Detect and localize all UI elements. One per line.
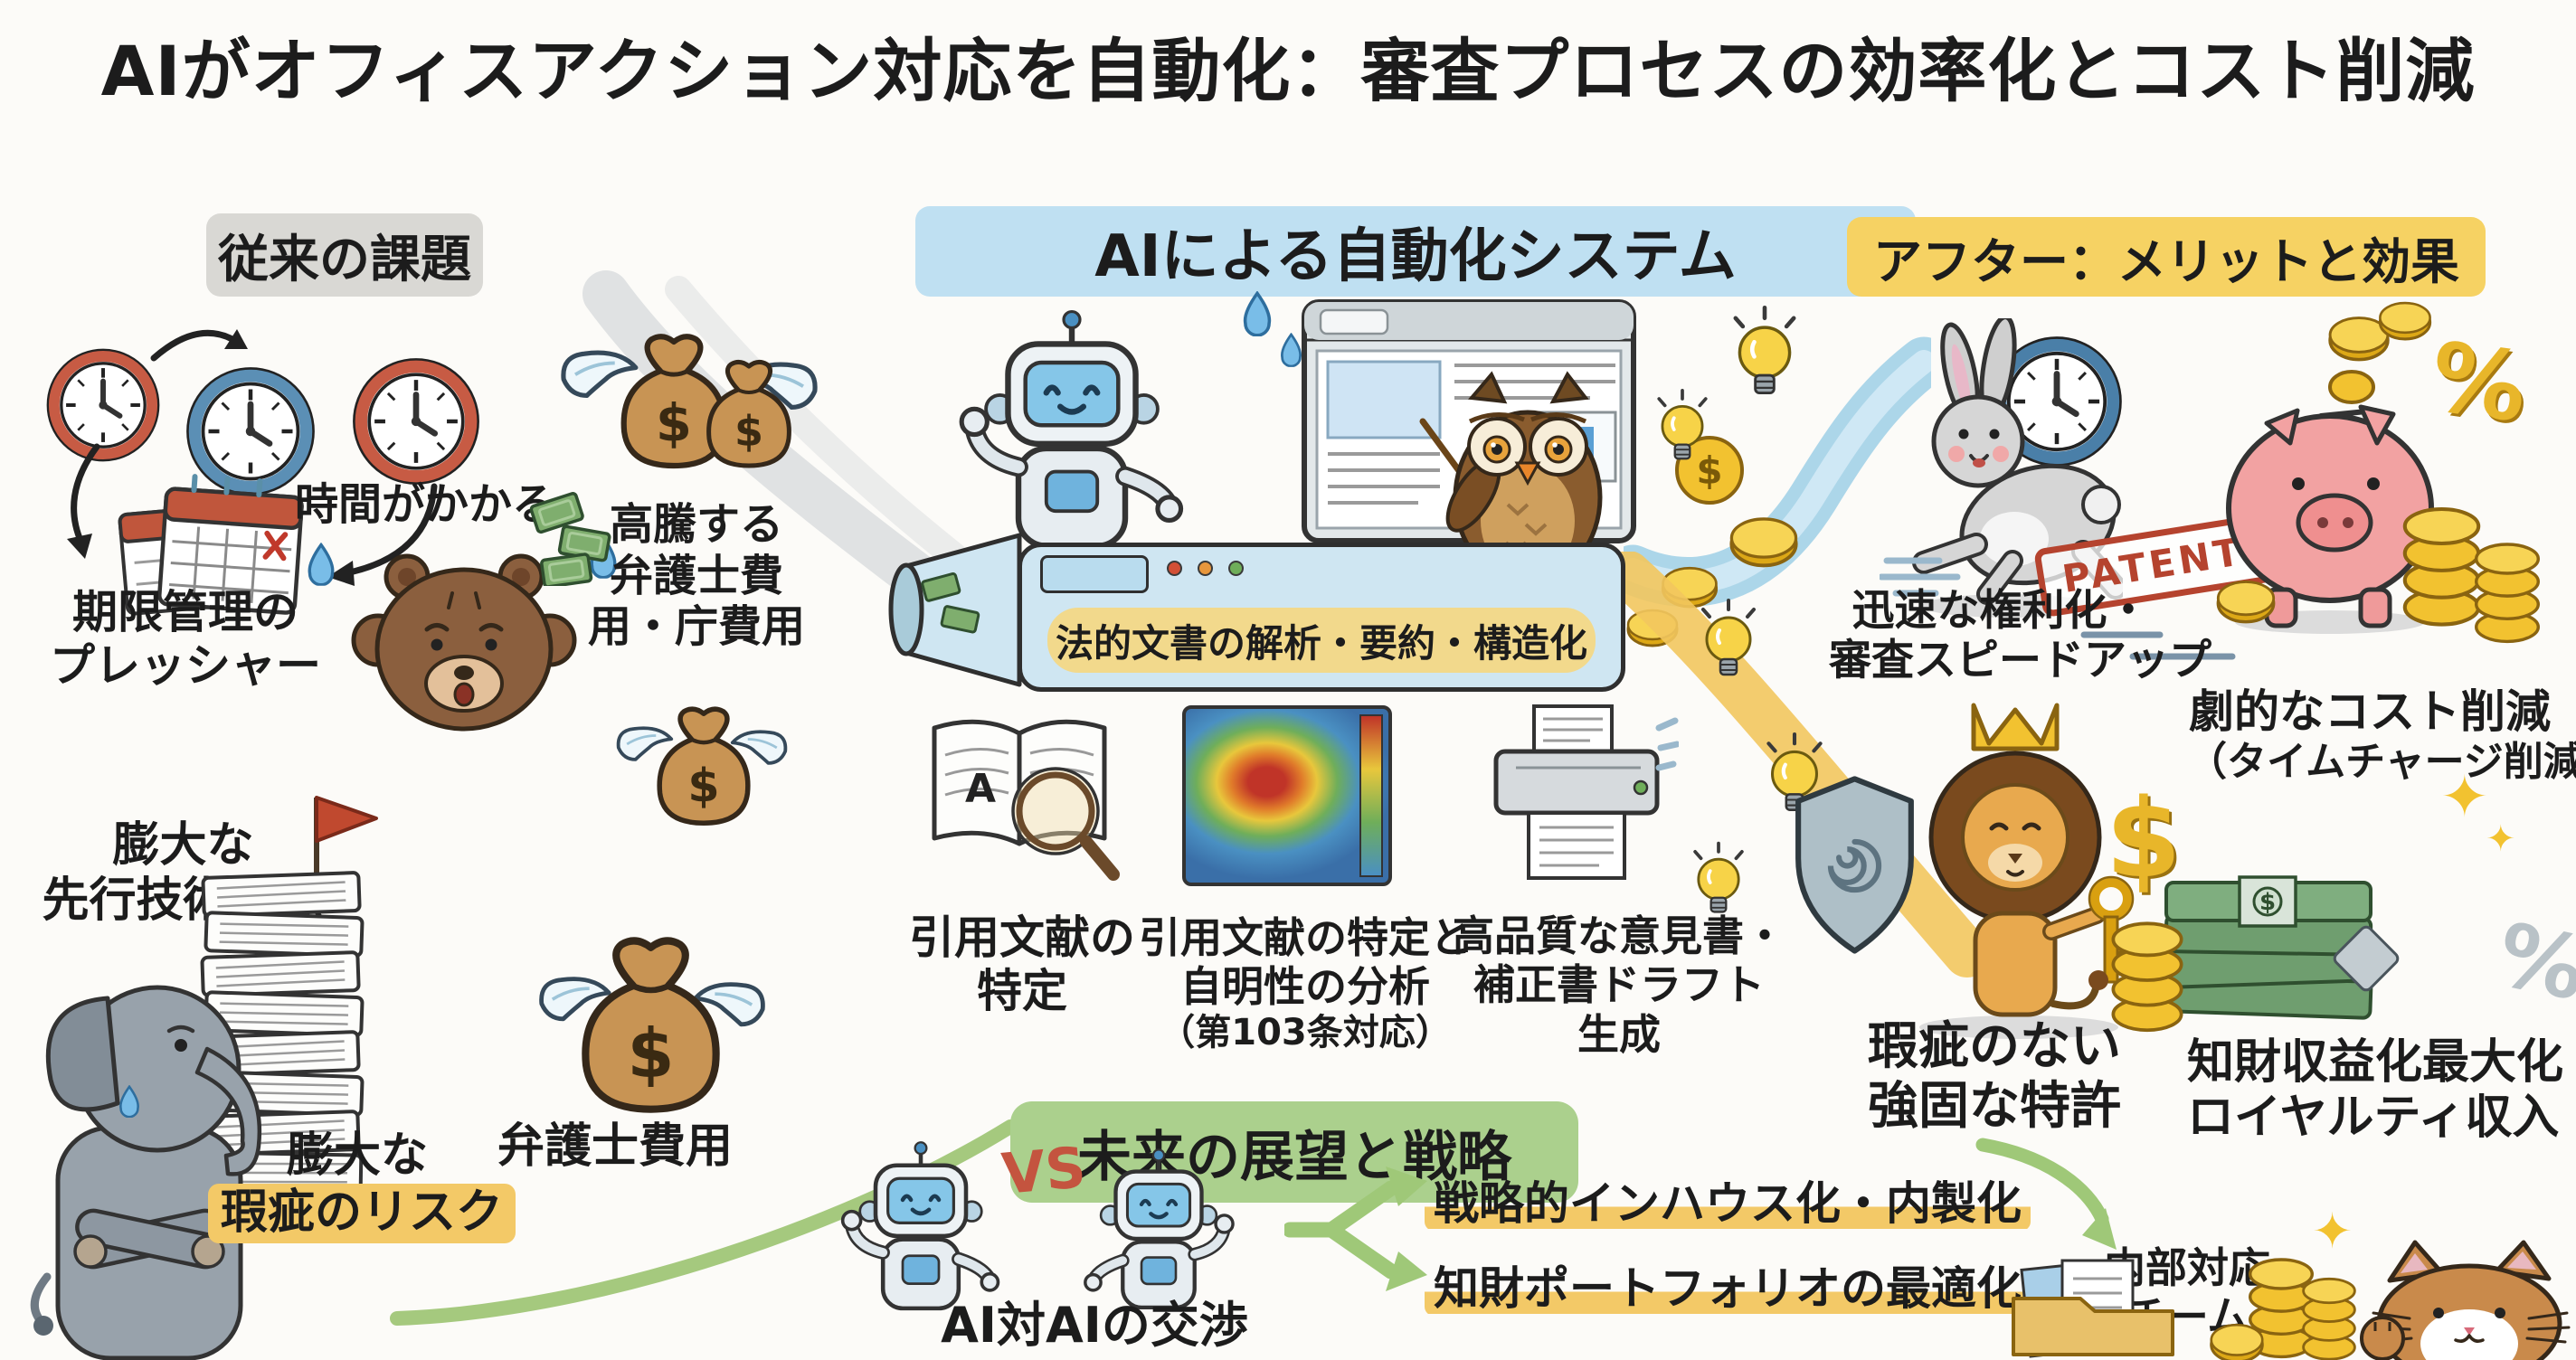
- machine-label-pill: 法的文書の解析・要約・構造化: [1047, 608, 1596, 673]
- cat-icon: [2370, 1240, 2571, 1360]
- section-header-system: AIによる自動化システム: [915, 206, 1916, 297]
- monetize-label: 知財収益化最大化 ロイヤルティ収入: [2187, 1035, 2564, 1146]
- money-stack-icon: $: [2164, 875, 2373, 1020]
- strategy-portfolio-label: 知財ポートフォリオの最適化: [1425, 1262, 2031, 1316]
- svg-text:A: A: [965, 766, 996, 812]
- draft-label: 高品質な意見書・ 補正書ドラフト 生成: [1453, 911, 1785, 1059]
- svg-text:$: $: [2259, 889, 2276, 916]
- rising-fees-label: 高騰する 弁護士費 用・庁費用: [588, 499, 806, 653]
- blue-wave: $: [1624, 298, 1931, 647]
- coin-icon: [2214, 579, 2278, 624]
- clock-icon: [349, 354, 483, 488]
- arrow-down-icon: [67, 443, 100, 559]
- deadline-label: 期限管理の プレッシャー: [50, 586, 321, 692]
- analysis-label: 引用文献の特定と 自明性の分析 （第103条対応）: [1139, 913, 1472, 1053]
- section-header-before: 従来の課題: [206, 213, 483, 297]
- heatmap-scalebar: [1359, 714, 1383, 877]
- coin-stack-icon: [2107, 909, 2187, 1034]
- coin-icon: [2207, 1322, 2267, 1360]
- attorney-fees-label: 弁護士費用: [497, 1119, 733, 1174]
- percent-icon: %: [2424, 321, 2534, 444]
- book-magnifier-icon: A: [932, 719, 1120, 881]
- cost-label: 劇的なコスト削減 （タイムチャージ削減）: [2187, 685, 2576, 785]
- owl-icon: [1419, 371, 1603, 590]
- shield-icon: [1795, 776, 1914, 954]
- sparkle-icon: ✦: [2440, 764, 2489, 831]
- machine-display: [1040, 555, 1149, 593]
- speed-label: 迅速な権利化・ 審査スピードアップ: [1829, 586, 2211, 686]
- speed-lines-icon: [1880, 557, 1961, 597]
- status-dot-orange: [1198, 561, 1213, 576]
- stressed-bear-icon: [351, 553, 577, 732]
- defect-risk-highlight: 瑕疵のリスク: [208, 1184, 516, 1243]
- status-dot-green: [1228, 561, 1244, 576]
- winged-money-bag-icon: [628, 696, 781, 864]
- page-title: AIがオフィスアクション対応を自動化：審査プロセスの効率化とコスト削減: [100, 31, 2476, 111]
- printer-icon: [1493, 704, 1679, 880]
- money-bills-icon: [529, 492, 611, 586]
- coin-stack-icon: [2471, 529, 2543, 647]
- svg-text:$: $: [1696, 449, 1722, 493]
- cat-paw-icon: [2360, 1316, 2405, 1360]
- sweat-drop-icon: [306, 543, 336, 586]
- negotiation-label: AI対AIの交渉: [941, 1297, 1248, 1354]
- time-label: 時間がかかる: [294, 479, 555, 530]
- patent-label: 瑕疵のない 強固な特許: [1868, 1017, 2121, 1137]
- citation-label: 引用文献の 特定: [909, 911, 1135, 1017]
- arrow-to-team-icon: [1975, 1138, 2117, 1250]
- folder-docs-icon: [2012, 1259, 2174, 1358]
- machine-label: 法的文書の解析・要約・構造化: [1055, 620, 1587, 666]
- speed-lines-icon: [2080, 631, 2236, 660]
- lion-key-icon: [1919, 703, 2135, 1039]
- heatmap-icon: [1182, 705, 1392, 886]
- status-dot-red: [1167, 561, 1182, 576]
- strategy-inhouse-label: 戦略的インハウス化・内製化: [1425, 1177, 2031, 1231]
- section-header-after-label: アフター：メリットと効果: [1873, 232, 2459, 290]
- dollar-icon: $: [2106, 777, 2182, 902]
- arrow-right-icon: [150, 329, 248, 362]
- calendar-icon: [118, 474, 304, 616]
- percent-icon: %: [2488, 903, 2576, 1021]
- coin-icon: [2377, 300, 2433, 341]
- defect-risk-label: 膨大な 瑕疵のリスク: [208, 1129, 516, 1243]
- section-header-after: アフター：メリットと効果: [1847, 217, 2486, 297]
- prior-art-label: 膨大な 先行技術文献: [42, 818, 325, 929]
- elephant-icon: [30, 985, 262, 1360]
- sparkle-drop-icon: [1241, 291, 1274, 336]
- piggy-bank-icon: [2226, 370, 2434, 634]
- sparkle-icon: ✦: [2486, 818, 2516, 860]
- sparkle-drop-icon: [1279, 333, 1303, 367]
- section-header-before-label: 従来の課題: [218, 230, 471, 289]
- sparkle-icon: ✦: [2312, 1203, 2353, 1260]
- section-header-system-label: AIによる自動化システム: [1094, 223, 1737, 290]
- arrow-down-icon: [327, 483, 438, 586]
- fork-arrow-icon: [1284, 1166, 1427, 1291]
- funnel-icon: [888, 533, 1022, 687]
